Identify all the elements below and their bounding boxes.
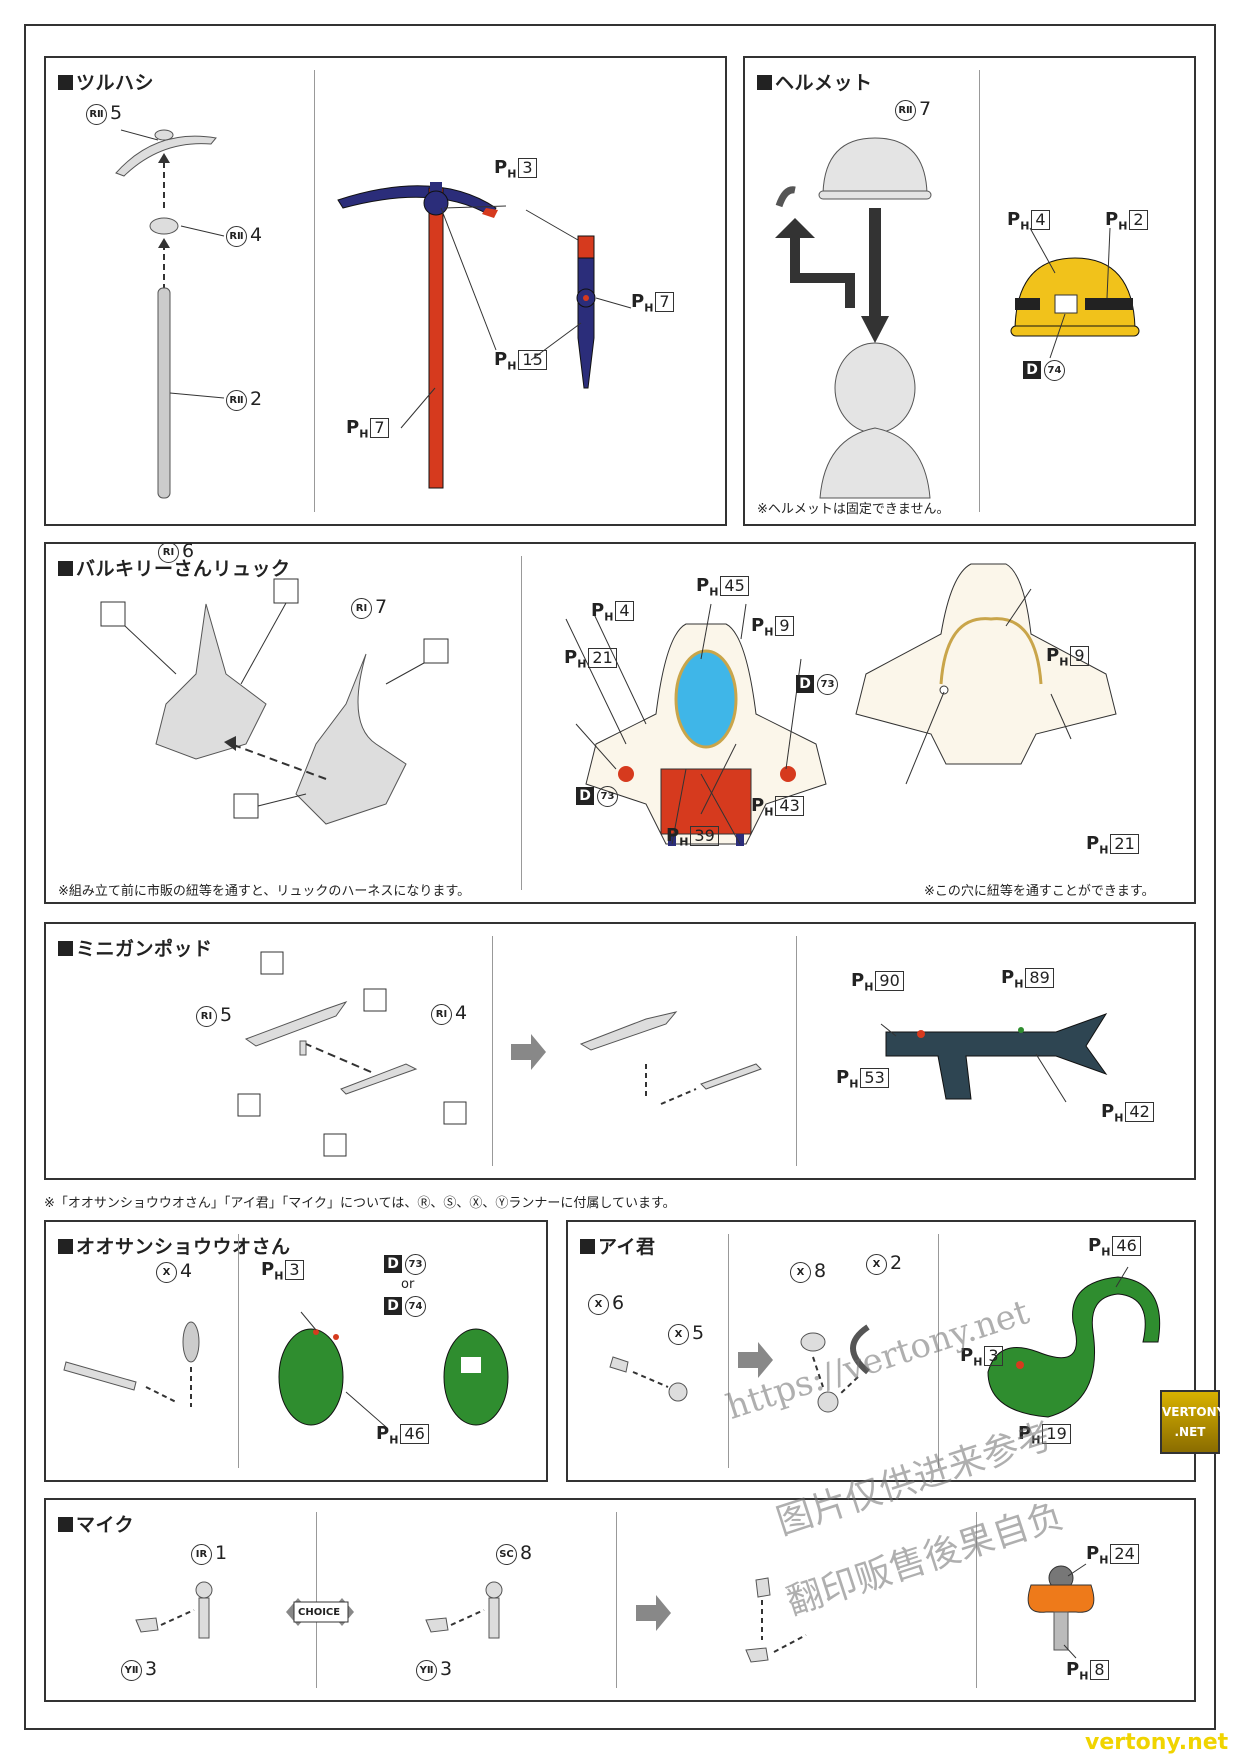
helmet-illustration [745,58,1198,528]
gunpod-illustration [46,924,1198,1182]
vertony-badge: VERTONY.NET [1160,1390,1220,1454]
choice-label: CHOICE [298,1602,340,1624]
pickaxe-parts-illustration [46,58,729,528]
or-label: or [401,1274,414,1296]
backpack-note-right: ※この穴に紐等を通すことができます。 [924,880,1155,899]
helmet-note: ※ヘルメットは固定できません。 [757,498,950,517]
runner-note: ※「オオサンショウウオさん」「アイ君」「マイク」については、Ⓡ、Ⓢ、Ⓧ、Ⓨランナ… [44,1192,676,1211]
footer-url: vertony.net [1085,1730,1228,1755]
backpack-note-left: ※組み立て前に市販の紐等を通すと、リュックのハーネスになります。 [58,880,470,899]
